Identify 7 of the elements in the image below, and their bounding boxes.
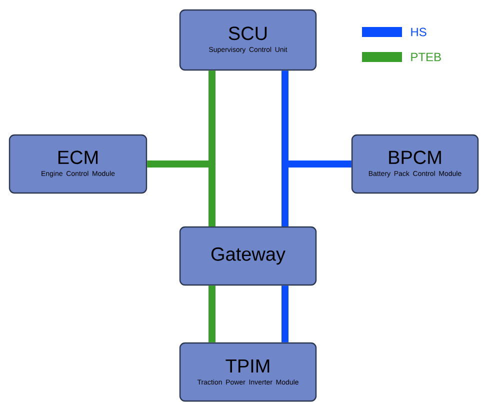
legend-label: HS <box>411 28 426 36</box>
bus-line <box>147 160 216 226</box>
module-box: Gateway <box>179 226 317 286</box>
legend-label: PTEB <box>411 52 441 62</box>
bus-line <box>282 160 352 226</box>
bus-line <box>282 286 288 342</box>
bus-line <box>208 286 216 342</box>
